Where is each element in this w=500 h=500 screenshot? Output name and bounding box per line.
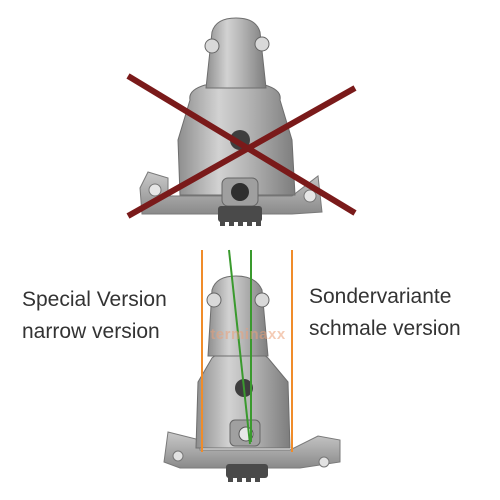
caption-english-line2: narrow version [22,320,160,343]
vertical-line-icon [201,250,293,452]
caption-german-line1: Sondervariante [309,285,452,308]
cross-icon [126,73,357,219]
caption-german: Sondervariante schmale version [309,281,461,345]
caption-german-line2: schmale version [309,317,461,340]
caption-english: Special Version narrow version [22,284,167,348]
caption-english-line1: Special Version [22,288,167,311]
starter-motor-narrow-photo [163,275,341,482]
green-guide-lines [228,249,252,445]
watermark-logo: terminaxx [210,326,286,343]
